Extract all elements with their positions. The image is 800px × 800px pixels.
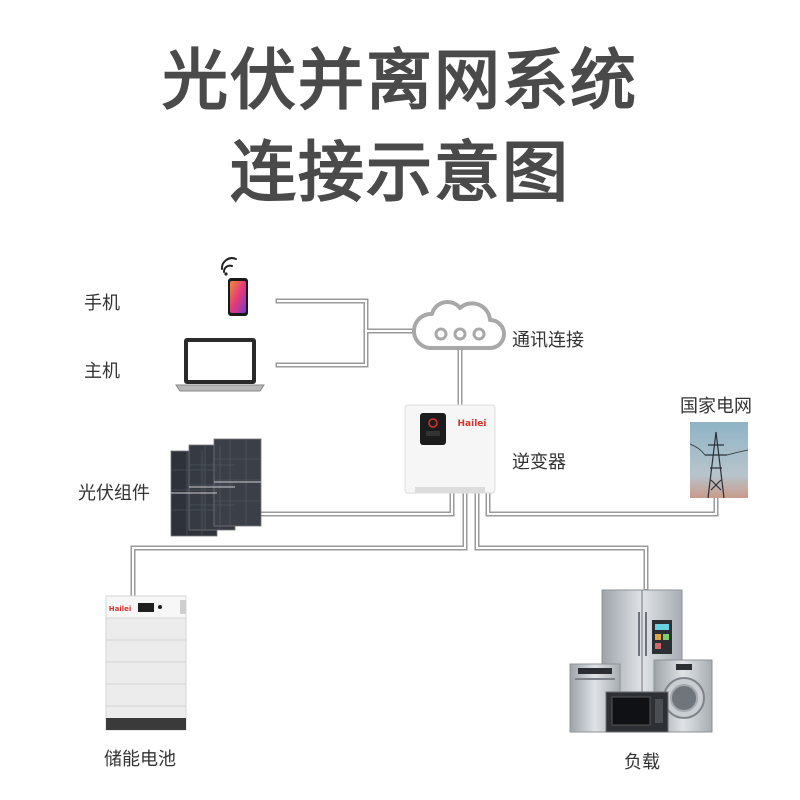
label-host: 主机 bbox=[84, 361, 120, 382]
phone-icon bbox=[228, 278, 248, 316]
inverter-brand: Hailei bbox=[458, 419, 487, 429]
grid-tower-icon bbox=[689, 422, 749, 499]
connection-lines bbox=[130, 298, 719, 599]
label-battery: 储能电池 bbox=[104, 749, 176, 770]
label-inverter: 逆变器 bbox=[512, 452, 566, 473]
pv-panel-icon bbox=[170, 438, 262, 537]
label-grid: 国家电网 bbox=[680, 396, 752, 417]
laptop-icon bbox=[175, 338, 265, 392]
page-title-line1: 光伏并离网系统 bbox=[162, 42, 638, 119]
appliances-icon bbox=[569, 589, 713, 733]
cloud-icon bbox=[412, 300, 506, 350]
label-pv: 光伏组件 bbox=[78, 483, 150, 504]
battery-icon: Hailei bbox=[105, 595, 187, 731]
inverter-icon: Hailei bbox=[404, 404, 496, 494]
wifi-icon bbox=[220, 257, 237, 276]
label-cloud: 通讯连接 bbox=[512, 330, 584, 351]
battery-brand: Hailei bbox=[109, 605, 132, 613]
page-title-line2: 连接示意图 bbox=[230, 134, 570, 211]
label-load: 负载 bbox=[624, 752, 660, 773]
label-phone: 手机 bbox=[84, 293, 120, 314]
